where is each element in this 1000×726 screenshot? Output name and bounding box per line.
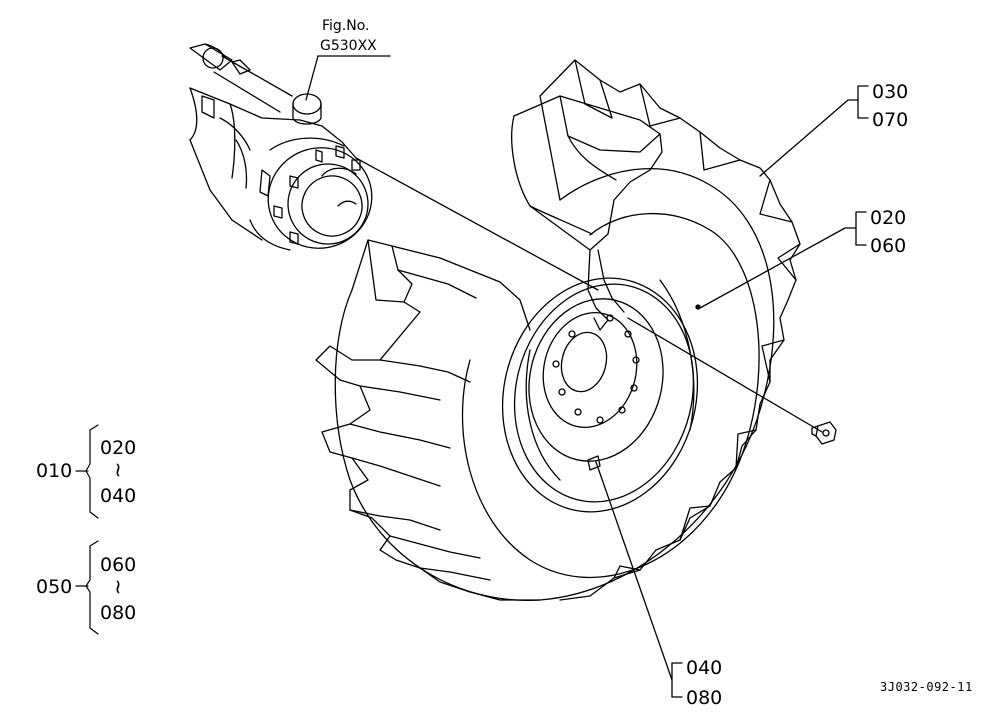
legend-group1-main: 010 — [36, 460, 73, 482]
legend-group1-to: 040 — [100, 485, 137, 507]
callout-leaders — [305, 55, 869, 698]
fig-number: G530XX — [320, 38, 377, 54]
fig-label: Fig.No. — [322, 18, 370, 34]
legend-group2-main: 050 — [36, 576, 73, 598]
legend-group2-from: 060 — [100, 554, 137, 576]
legend-group2-to: 080 — [100, 602, 137, 624]
wheel-icon — [315, 59, 801, 602]
hub-leader-line — [355, 157, 599, 291]
legend-braces — [75, 424, 99, 635]
callout-020[interactable]: 020 — [870, 207, 907, 229]
legend-group1-sep: ~ — [106, 461, 131, 479]
callout-040[interactable]: 040 — [686, 657, 723, 679]
callout-060[interactable]: 060 — [870, 235, 907, 257]
axle-hub-icon — [189, 43, 373, 251]
callout-080[interactable]: 080 — [686, 687, 723, 709]
callout-070[interactable]: 070 — [872, 109, 909, 131]
drawing-code: 3J032-092-11 — [880, 680, 973, 694]
legend-group1-from: 020 — [100, 437, 137, 459]
nut-leader-line — [627, 317, 823, 433]
callout-030[interactable]: 030 — [872, 81, 909, 103]
legend-group2-sep: ~ — [106, 578, 131, 596]
nut-icon — [811, 421, 837, 445]
